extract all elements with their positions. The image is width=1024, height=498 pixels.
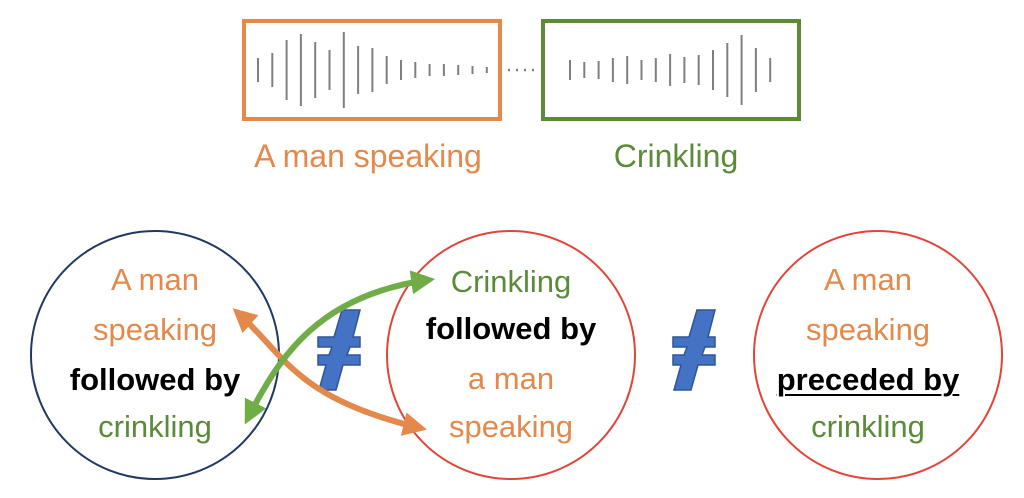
waveform-segment-1 <box>257 32 488 108</box>
circle-left <box>30 230 280 480</box>
double-arrow-icon-green <box>244 270 436 425</box>
circle-middle <box>386 230 636 480</box>
audio-segment-1-box <box>242 19 502 121</box>
audio-segment-2-box <box>541 19 801 121</box>
circle-right <box>753 230 1003 480</box>
not-equal-icon-2 <box>672 309 716 391</box>
waveform-segment-2 <box>569 35 772 105</box>
